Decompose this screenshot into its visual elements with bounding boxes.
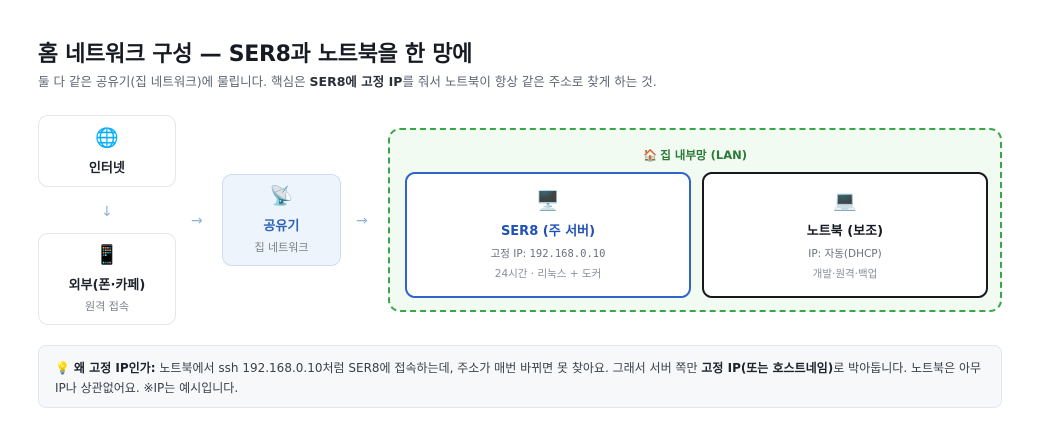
- page-subtitle: 둘 다 같은 공유기(집 네트워크)에 물립니다. 핵심은 SER8에 고정 I…: [38, 71, 657, 90]
- subtitle-text-2: 를 줘서 노트북이 항상 같은 주소로 찾게 하는 것.: [402, 74, 657, 89]
- laptop-icon: 💻: [833, 189, 857, 212]
- external-subtitle: 원격 접속: [85, 300, 129, 313]
- router-subtitle: 집 네트워크: [254, 241, 309, 254]
- house-icon: 🏠: [642, 148, 658, 162]
- globe-icon: 🌐: [95, 126, 119, 149]
- router-node: 📡 공유기 집 네트워크: [222, 174, 341, 266]
- note-highlight: 고정 IP(또는 호스트네임): [701, 361, 834, 375]
- desktop-computer-icon: 🖥️: [536, 189, 560, 212]
- laptop-description: 개발·원격·백업: [812, 267, 878, 280]
- server-description: 24시간 · 리눅스 + 도커: [494, 267, 602, 280]
- lan-label-text: 집 내부망 (LAN): [660, 148, 748, 162]
- external-title: 외부(폰·카페): [68, 278, 146, 293]
- server-ip: 고정 IP: 192.168.0.10: [491, 246, 606, 261]
- lan-label: 🏠집 내부망 (LAN): [390, 147, 1000, 163]
- lightbulb-icon: 💡: [55, 361, 70, 375]
- server-node: 🖥️ SER8 (주 서버) 고정 IP: 192.168.0.10 24시간 …: [405, 172, 691, 298]
- arrow-right-icon: →: [356, 213, 368, 229]
- server-ip-value: 192.168.0.10: [529, 247, 606, 260]
- subtitle-text-1: 둘 다 같은 공유기(집 네트워크)에 물립니다. 핵심은: [38, 74, 310, 89]
- laptop-title: 노트북 (보조): [806, 223, 884, 239]
- server-title: SER8 (주 서버): [500, 223, 596, 239]
- note-text-1: 노트북에서 ssh 192.168.0.10처럼 SER8에 접속하는데, 주소…: [155, 361, 702, 375]
- laptop-node: 💻 노트북 (보조) IP: 자동(DHCP) 개발·원격·백업: [702, 172, 988, 298]
- internet-node: 🌐 인터넷: [38, 115, 176, 187]
- internet-title: 인터넷: [89, 160, 125, 176]
- info-note: 💡왜 고정 IP인가: 노트북에서 ssh 192.168.0.10처럼 SER…: [38, 345, 1002, 408]
- external-node: 📱 외부(폰·카페) 원격 접속: [38, 233, 176, 325]
- lan-group: 🏠집 내부망 (LAN) 🖥️ SER8 (주 서버) 고정 IP: 192.1…: [388, 128, 1002, 312]
- laptop-ip-value: 자동(DHCP): [824, 247, 882, 260]
- router-title: 공유기: [263, 219, 300, 234]
- server-ip-label: 고정 IP:: [490, 247, 530, 260]
- arrow-down-icon: ↓: [101, 204, 113, 220]
- arrow-right-icon: →: [191, 213, 203, 229]
- page-title: 홈 네트워크 구성 — SER8과 노트북을 한 망에: [38, 42, 473, 67]
- satellite-antenna-icon: 📡: [269, 185, 294, 207]
- phone-icon: 📱: [95, 244, 119, 266]
- subtitle-highlight: SER8에 고정 IP: [309, 74, 403, 89]
- laptop-ip-label: IP:: [808, 247, 825, 260]
- note-heading: 왜 고정 IP인가:: [73, 361, 156, 375]
- laptop-ip: IP: 자동(DHCP): [808, 246, 881, 261]
- note-text-2: 로 박아둡니다. 노트북은 아무 IP나 상관없어요. ※IP는 예시입니다.: [55, 361, 982, 395]
